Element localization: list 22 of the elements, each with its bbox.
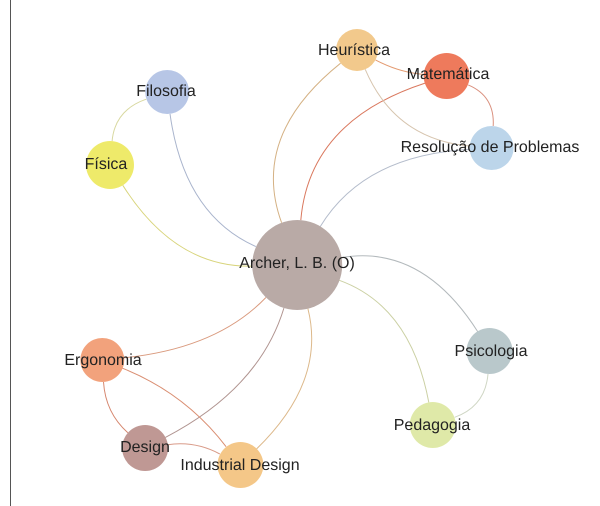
node-label: Psicologia xyxy=(454,342,528,360)
connector-curve xyxy=(375,59,425,75)
connector-curve xyxy=(167,443,220,454)
node-label: Archer, L. B. (O) xyxy=(239,254,355,272)
connector-curve xyxy=(170,113,256,248)
node-label: Filosofia xyxy=(136,82,196,100)
connector-curve xyxy=(300,82,426,221)
connector-curve xyxy=(103,382,128,434)
connector-curve xyxy=(256,308,312,450)
connector-curve xyxy=(468,84,494,126)
node-label: Resolução de Problemas xyxy=(400,138,580,156)
node-label: Pedagogia xyxy=(394,416,470,434)
connector-curve xyxy=(112,98,147,142)
node-label: Industrial Design xyxy=(180,456,300,474)
node-label: Física xyxy=(84,154,128,174)
connector-curve xyxy=(454,373,488,418)
connector-curve xyxy=(338,280,430,403)
connector-curve xyxy=(122,368,227,448)
connector-curve xyxy=(122,184,252,267)
connector-curve xyxy=(272,62,342,224)
connector-curve xyxy=(164,308,284,438)
connector-curve xyxy=(320,148,470,227)
